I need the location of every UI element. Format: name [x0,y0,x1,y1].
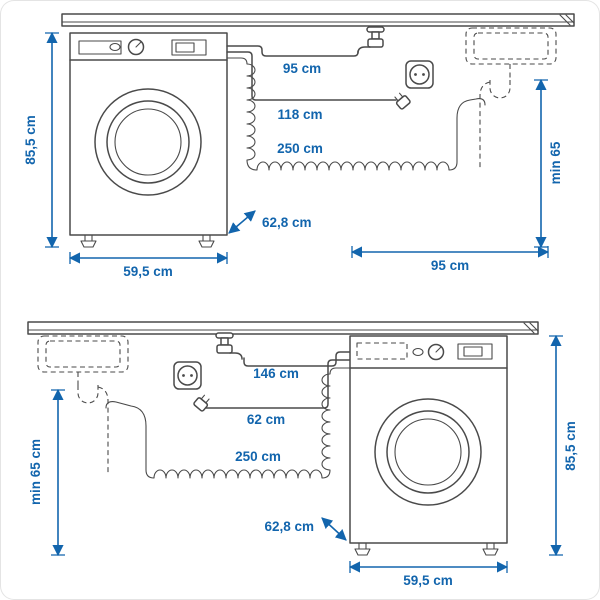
display [457,343,493,360]
washing-machine [69,32,228,248]
button [109,42,121,52]
door [374,398,482,506]
door [94,88,202,196]
sink [37,335,129,373]
countertop [27,321,539,335]
sink [465,27,557,65]
dim-clearance-label: 95 cm [431,258,469,273]
drain-hose [226,57,486,171]
dim-width: 59,5 cm [68,252,229,279]
dim-min-height: min 65 cm [28,388,65,557]
supply-hose-label: 95 cm [283,61,321,76]
plug-icon [394,92,411,110]
power-cord [226,51,397,101]
dim-width-label: 59,5 cm [403,573,453,588]
button [412,347,424,357]
countertop [61,13,575,27]
power-cord [205,359,351,409]
dim-height-label: 85,5 cm [23,115,38,165]
dim-height: 85,5 cm [23,31,59,249]
display [171,39,207,56]
supply-hose-label: 146 cm [253,366,299,381]
hose-connection-area [356,342,408,360]
supply-hose [226,45,359,57]
supply-hose [243,351,351,367]
dim-height: 85,5 cm [549,334,578,557]
program-knob [427,343,445,361]
dim-width: 59,5 cm [348,561,509,588]
outlet-icon [405,60,434,89]
outlet-icon [173,361,202,390]
dim-min-height-label: min 65 [548,141,563,184]
power-cord-label: 62 cm [247,412,285,427]
dim-width-label: 59,5 cm [123,264,173,279]
dim-height-label: 85,5 cm [563,421,578,471]
drain-hose [105,367,351,479]
dim-depth-label: 62,8 cm [264,519,314,534]
drain-trap [479,64,511,168]
dim-depth: 62,8 cm [264,517,347,541]
dim-min-height: min 65 [534,78,563,249]
plug-icon [193,394,210,412]
faucet-icon [215,332,243,360]
bottom-diagram: 146 cm 62 cm 250 cm min 65 cm 85,5 cm 62… [27,321,578,588]
dim-min-height-label: min 65 cm [28,439,43,505]
program-knob [127,38,145,56]
drain-hose-label: 250 cm [235,449,281,464]
dim-clearance: 95 cm [350,246,550,273]
feet [354,542,499,556]
drain-trap [77,372,109,474]
feet [80,234,215,248]
top-diagram: 85,5 cm 59,5 cm 62,8 cm 95 cm 118 cm 250… [23,13,575,279]
detergent-drawer [78,40,122,55]
dim-depth: 62,8 cm [228,210,312,234]
washing-machine [349,335,508,556]
dim-depth-label: 62,8 cm [262,215,312,230]
faucet-icon [357,26,385,54]
power-cord-label: 118 cm [277,107,322,122]
drain-hose-label: 250 cm [277,141,323,156]
